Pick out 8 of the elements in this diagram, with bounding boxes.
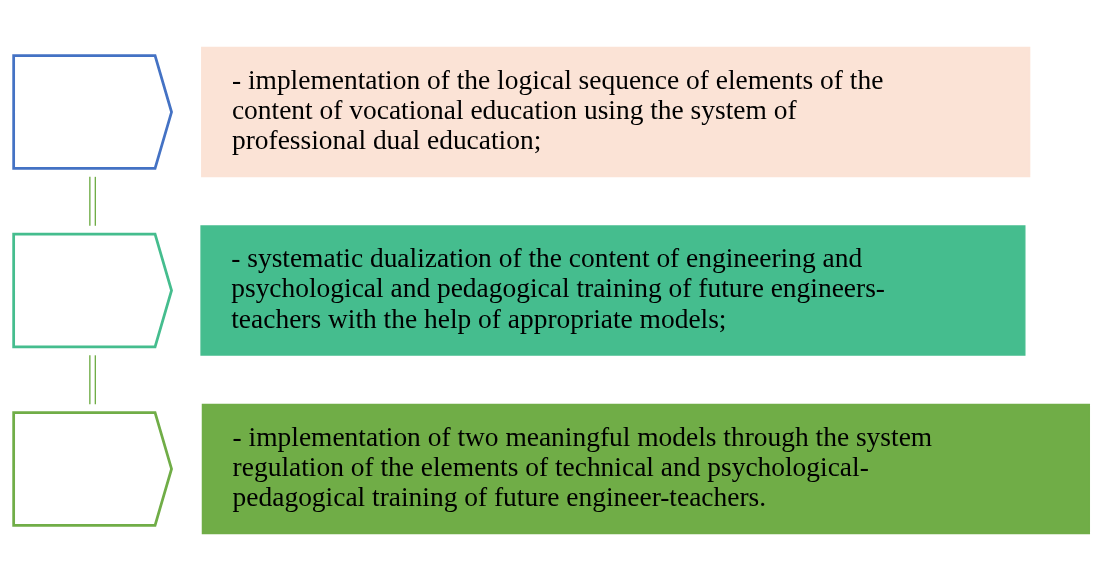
- node-chevron: [12, 53, 173, 170]
- node-box: - implementation of the logical sequence of elements of the content of vocational education using the system of professional dual education;: [201, 46, 1031, 177]
- connector: [89, 354, 97, 405]
- node-chevron: [12, 410, 173, 527]
- node-box: - implementation of two meaningful models through the system regulation of the elements of technical and psychological-pedagogical training of future engineer-teachers.: [201, 403, 1091, 534]
- node-box: - systematic dualization of the content of engineering and psychological and pedagogical training of future engineers-teachers with the help of appropriate models;: [200, 224, 1026, 356]
- connector: [89, 175, 97, 226]
- node-chevron: [12, 232, 173, 348]
